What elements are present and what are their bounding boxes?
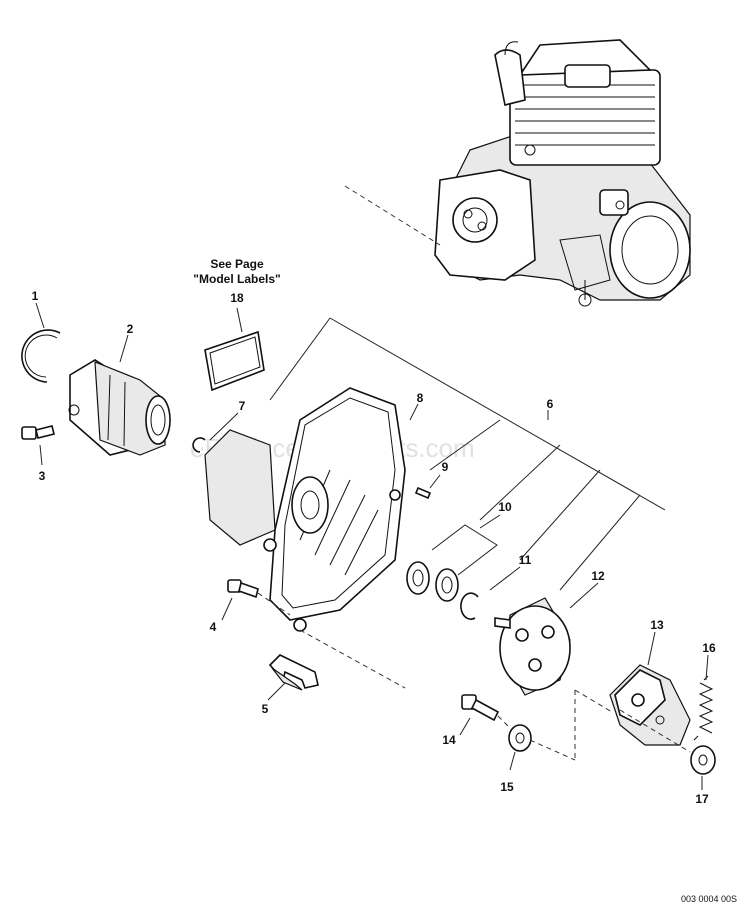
engine-assembly <box>434 39 691 307</box>
callout-6: 6 <box>547 397 554 411</box>
part-17-washer <box>690 745 716 775</box>
part-15-washer <box>508 724 532 752</box>
part-18-model-label <box>204 330 265 392</box>
callout-18: 18 <box>230 291 244 305</box>
part-5-bracket <box>268 654 319 691</box>
callout-15: 15 <box>500 780 514 794</box>
part-10-bearings <box>406 561 459 602</box>
callout-8: 8 <box>417 391 424 405</box>
alignment-bracket-13 <box>529 689 613 761</box>
part-2-adapter <box>68 359 171 456</box>
part-1-snap-ring <box>21 329 61 383</box>
part-14-bolt <box>461 694 500 722</box>
part-3-bolt <box>21 425 55 440</box>
part-13-clutch-shoes <box>609 664 691 746</box>
part-12-clutch-drum <box>494 597 571 696</box>
see-page-note-line2: "Model Labels" <box>193 272 280 286</box>
part-16-spring <box>693 675 714 741</box>
see-page-note-line1: See Page <box>210 257 264 271</box>
callout-11: 11 <box>519 553 532 567</box>
figure-code: 003 0004 00S <box>681 894 737 904</box>
callout-2: 2 <box>127 322 134 336</box>
callout-4: 4 <box>210 620 217 634</box>
callout-3: 3 <box>39 469 46 483</box>
callout-16: 16 <box>702 641 716 655</box>
part-8-clutch-housing <box>204 387 406 632</box>
callout-13: 13 <box>650 618 664 632</box>
part-11-snap-ring <box>460 592 479 620</box>
alignment-line-engine <box>344 185 441 246</box>
alignment-line-5 <box>299 629 406 689</box>
part-9-pin <box>414 486 432 500</box>
bracket-6 <box>269 317 666 511</box>
callout-14: 14 <box>442 733 456 747</box>
callout-1: 1 <box>32 289 39 303</box>
callout-12: 12 <box>591 569 605 583</box>
callout-9: 9 <box>442 460 449 474</box>
callout-5: 5 <box>262 702 269 716</box>
callout-7: 7 <box>239 399 246 413</box>
alignment-line-14 <box>497 715 511 729</box>
part-7-snap-ring <box>192 437 206 453</box>
callout-10: 10 <box>498 500 512 514</box>
alignment-line-17 <box>619 709 691 753</box>
callout-17: 17 <box>695 792 709 806</box>
part-4-bolt <box>227 579 259 599</box>
